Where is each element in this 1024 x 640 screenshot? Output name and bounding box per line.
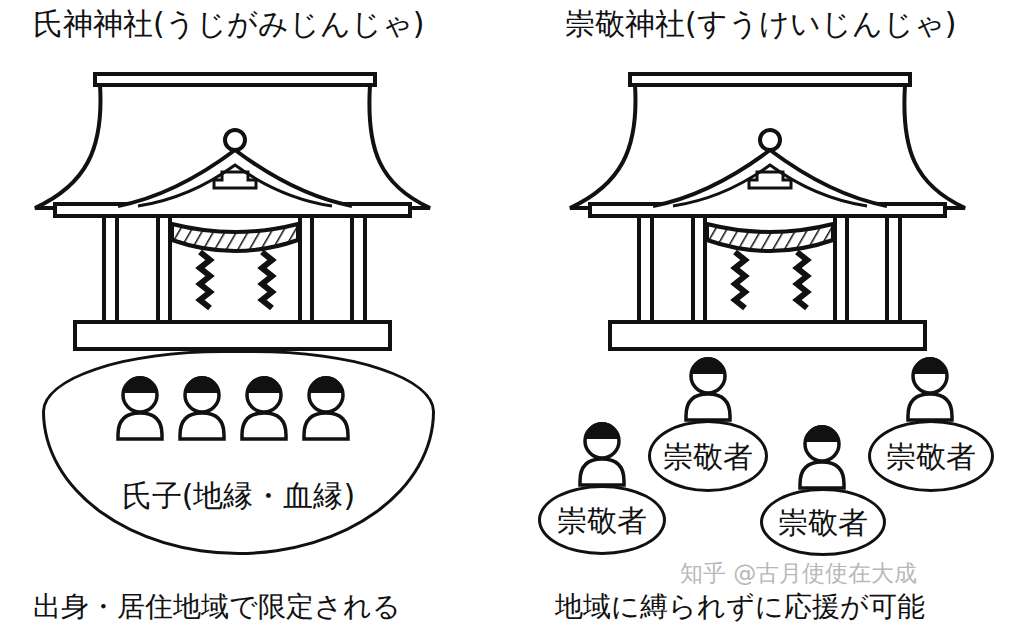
person-icon [180, 376, 224, 439]
person-icon [242, 376, 286, 439]
person-icon [800, 425, 844, 488]
node-text: 崇敬者 [557, 503, 647, 552]
node-text: 崇敬者 [886, 439, 976, 489]
shrine-right [570, 74, 965, 349]
caption-text: 地域に縛られずに応援が可能 [555, 590, 925, 624]
node-text: 氏子(地縁・血縁) [122, 478, 355, 552]
heading: 氏神神社(うじがみじんじゃ) [33, 6, 424, 42]
caption-text: 出身・居住地域で限定される [33, 590, 401, 624]
person-icon [908, 357, 952, 420]
person-icon [118, 376, 162, 439]
worshipper-oval: 崇敬者 [538, 485, 666, 555]
worshipper-oval: 崇敬者 [760, 488, 886, 556]
person-icon [304, 376, 348, 439]
parishioner-group: 氏子(地縁・血縁) [42, 350, 435, 555]
node-text: 崇敬者 [663, 439, 753, 489]
person-icon [580, 422, 624, 485]
node-text: 崇敬者 [778, 505, 868, 553]
watermark: 知乎 @古月使使在大成 [680, 560, 917, 588]
person-icon [686, 357, 730, 420]
worshipper-oval: 崇敬者 [868, 420, 994, 492]
heading: 崇敬神社(すうけいじんじゃ) [565, 6, 956, 42]
shrine-left [35, 74, 430, 349]
worshipper-oval: 崇敬者 [648, 420, 768, 492]
